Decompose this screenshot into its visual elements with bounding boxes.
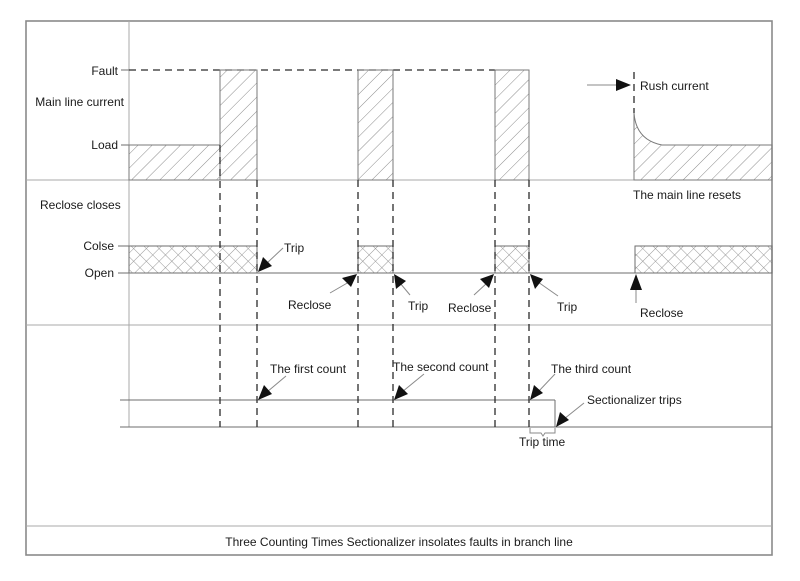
recloser-closed-region-2 xyxy=(357,245,394,274)
fault-current-pulse-2 xyxy=(357,69,394,181)
recloser-closed-region-3 xyxy=(494,245,530,274)
reclose-1-label: Reclose xyxy=(288,298,332,312)
sectionalizer-panel: Trip time The first count The second cou… xyxy=(120,360,772,449)
recloser-panel: Reclose closes Colse Open Trip Reclose T… xyxy=(40,198,773,320)
second-count-arrow-icon xyxy=(394,385,408,400)
trip-time-bracket xyxy=(529,428,556,437)
sectionalizer-trip-arrow-icon xyxy=(556,412,569,427)
sectionalizer-trip-label: Sectionalizer trips xyxy=(587,393,682,407)
fault-level-label: Fault xyxy=(91,64,118,78)
trip-3-pointer xyxy=(537,281,559,297)
trip-1-arrow-icon xyxy=(258,257,272,272)
trip-1-pointer xyxy=(265,247,284,265)
first-count-arrow-icon xyxy=(258,385,272,400)
sectionalizer-trip-pointer xyxy=(563,402,585,420)
load-level-label: Load xyxy=(91,138,118,152)
third-count-pointer xyxy=(537,373,556,393)
recloser-closed-region-4 xyxy=(634,245,773,274)
load-current-region xyxy=(128,144,221,181)
close-level-label: Colse xyxy=(83,239,114,253)
reclose-3-arrow-icon xyxy=(630,274,642,290)
first-count-pointer xyxy=(266,375,287,393)
trip-time-label: Trip time xyxy=(519,435,566,449)
current-panel: Fault Main line current Load Rush curren… xyxy=(35,64,773,202)
third-count-arrow-icon xyxy=(530,385,543,400)
fault-current-pulse-1 xyxy=(219,69,258,181)
first-count-label: The first count xyxy=(270,362,347,376)
current-panel-title: Main line current xyxy=(35,95,124,109)
main-line-reset-label: The main line resets xyxy=(633,188,741,202)
trip-2-label: Trip xyxy=(408,299,429,313)
reclose-1-pointer xyxy=(329,281,350,294)
trip-3-label: Trip xyxy=(557,300,578,314)
time-markers xyxy=(219,145,530,427)
reclose-3-label: Reclose xyxy=(640,306,684,320)
second-count-pointer xyxy=(401,373,425,393)
rush-current-label: Rush current xyxy=(640,79,709,93)
fault-current-pulse-3 xyxy=(494,69,530,181)
rush-current-arrow-icon xyxy=(616,79,631,91)
recloser-closed-region-1 xyxy=(128,245,258,274)
second-count-label: The second count xyxy=(393,360,489,374)
trip-2-pointer xyxy=(399,282,411,296)
reclose-2-label: Reclose xyxy=(448,301,492,315)
trip-1-label: Trip xyxy=(284,241,305,255)
outer-frame xyxy=(25,20,773,556)
open-level-label: Open xyxy=(85,266,114,280)
recloser-panel-title: Reclose closes xyxy=(40,198,121,212)
reclose-2-pointer xyxy=(473,282,488,296)
diagram-caption: Three Counting Times Sectionalizer insol… xyxy=(225,535,573,549)
trip-2-arrow-icon xyxy=(394,274,406,289)
reclose-2-arrow-icon xyxy=(480,274,494,288)
trip-3-arrow-icon xyxy=(530,274,543,289)
reclose-1-arrow-icon xyxy=(342,274,357,287)
third-count-label: The third count xyxy=(551,362,632,376)
rush-current-region xyxy=(633,112,773,181)
